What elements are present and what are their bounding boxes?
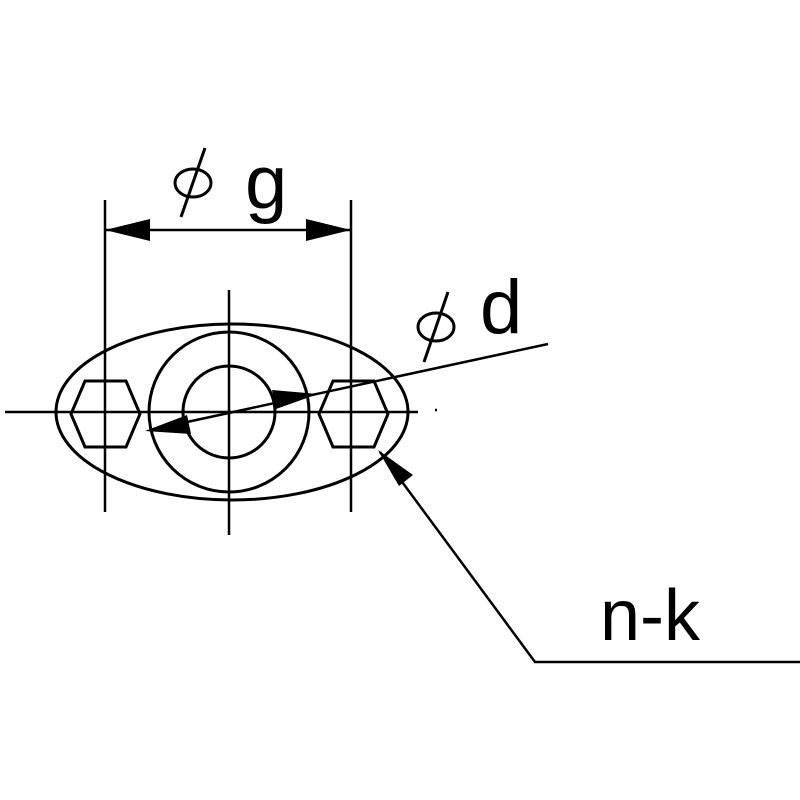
nk-leader-line: [378, 451, 800, 664]
g-arrowhead-right: [306, 219, 351, 241]
phi-symbol-stroke: [179, 147, 207, 218]
d-arrowhead-left: [145, 415, 191, 434]
bore-circle: [181, 364, 277, 460]
oval-flange-outline: [54, 322, 410, 502]
phi-symbol: [173, 167, 213, 199]
pitch-diameter-letter: g: [245, 140, 287, 225]
pitch-diameter-label: g: [173, 140, 287, 225]
bore-diameter-label: d: [416, 265, 522, 363]
bore-diameter-letter: d: [480, 265, 522, 350]
nk-arrowhead: [378, 450, 413, 486]
phi-symbol-stroke: [422, 291, 450, 363]
d-leader-line: [149, 342, 549, 432]
hub-circle: [147, 330, 311, 494]
bolt-holes-label: n-k: [600, 576, 701, 656]
d-arrowhead-right: [272, 390, 318, 409]
phi-symbol: [416, 311, 456, 343]
left-bolt-hex: [69, 379, 142, 449]
g-arrowhead-left: [105, 219, 150, 241]
